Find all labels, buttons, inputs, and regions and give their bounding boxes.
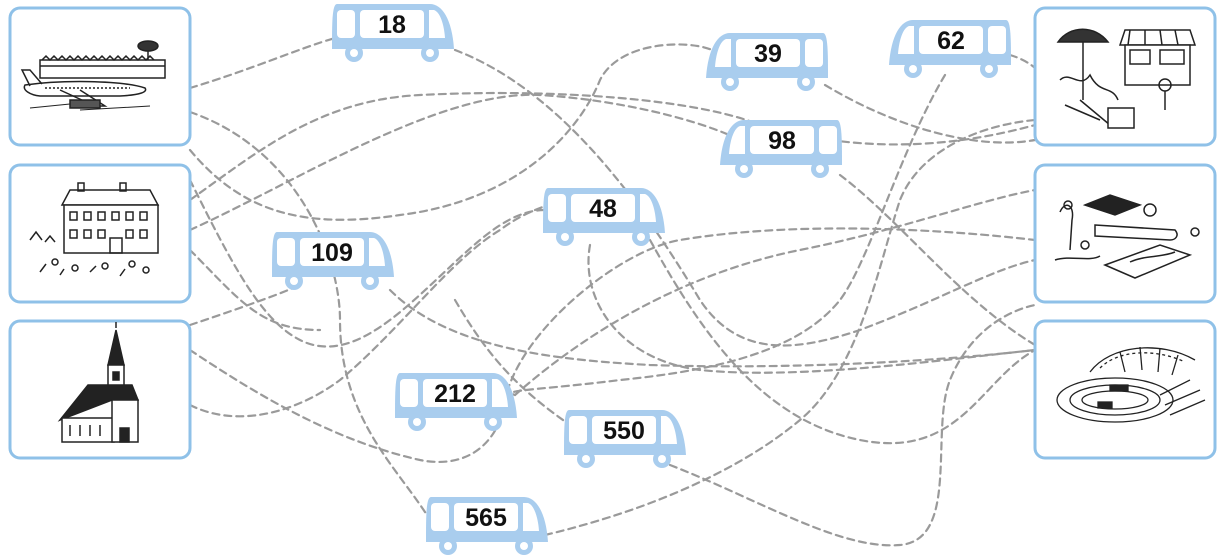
bus-number: 565 [465, 504, 507, 532]
bus-565[interactable]: 565 [426, 497, 548, 555]
bus-number: 39 [754, 40, 782, 68]
bus-98[interactable]: 98 [720, 120, 842, 178]
route-line [838, 173, 1037, 347]
route-line [188, 91, 1037, 202]
route-lines [188, 36, 1037, 547]
airport-frame[interactable] [8, 6, 192, 147]
bus-212[interactable]: 212 [395, 373, 517, 431]
route-line [188, 203, 550, 418]
route-line [510, 73, 947, 397]
bus-39[interactable]: 39 [706, 33, 828, 91]
route-line [543, 118, 1037, 537]
route-line [453, 298, 572, 427]
stadium-icon [1056, 346, 1206, 423]
route-line [823, 83, 1037, 144]
airport-icon [20, 40, 166, 111]
route-line [587, 243, 1037, 374]
church-frame[interactable] [8, 319, 192, 460]
bus-62[interactable]: 62 [889, 20, 1011, 78]
route-line [453, 48, 1037, 347]
bus-number: 98 [768, 127, 796, 155]
school-frame[interactable] [8, 163, 192, 304]
route-line [188, 248, 322, 332]
bus-number: 62 [937, 27, 965, 55]
market-icon [1056, 28, 1197, 129]
places [8, 6, 1217, 460]
bus-icon [889, 20, 1011, 78]
beach-frame[interactable] [1033, 163, 1217, 304]
beach-icon [1054, 194, 1200, 279]
route-line [188, 110, 432, 522]
stadium-frame[interactable] [1033, 319, 1217, 460]
bus-icon [564, 410, 686, 468]
church-icon [57, 322, 140, 443]
bus-icon [720, 120, 842, 178]
route-line [388, 288, 1037, 368]
route-line [188, 93, 742, 232]
bus-icon [332, 4, 454, 62]
bus-109[interactable]: 109 [272, 232, 394, 290]
bus-18[interactable]: 18 [332, 4, 454, 62]
bus-icon [543, 188, 665, 246]
route-line [513, 188, 1037, 397]
bus-icon [426, 497, 548, 555]
bus-number: 109 [311, 239, 353, 267]
market-frame[interactable] [1033, 6, 1217, 147]
bus-number: 48 [589, 195, 617, 223]
route-line [188, 43, 714, 221]
route-line [188, 227, 1037, 463]
route-line [188, 178, 547, 348]
school-icon [29, 182, 160, 277]
bus-number: 212 [434, 380, 476, 408]
route-line [648, 238, 1037, 445]
route-line [1008, 53, 1037, 70]
bus-number: 18 [378, 11, 406, 39]
bus-48[interactable]: 48 [543, 188, 665, 246]
route-line [188, 36, 337, 90]
bus-icon [706, 33, 828, 91]
bus-icon [395, 373, 517, 431]
bus-550[interactable]: 550 [564, 410, 686, 468]
buses: 18 39 62 [272, 4, 1011, 555]
route-line [668, 303, 1037, 547]
bus-number: 550 [603, 417, 645, 445]
bus-icon [272, 232, 394, 290]
